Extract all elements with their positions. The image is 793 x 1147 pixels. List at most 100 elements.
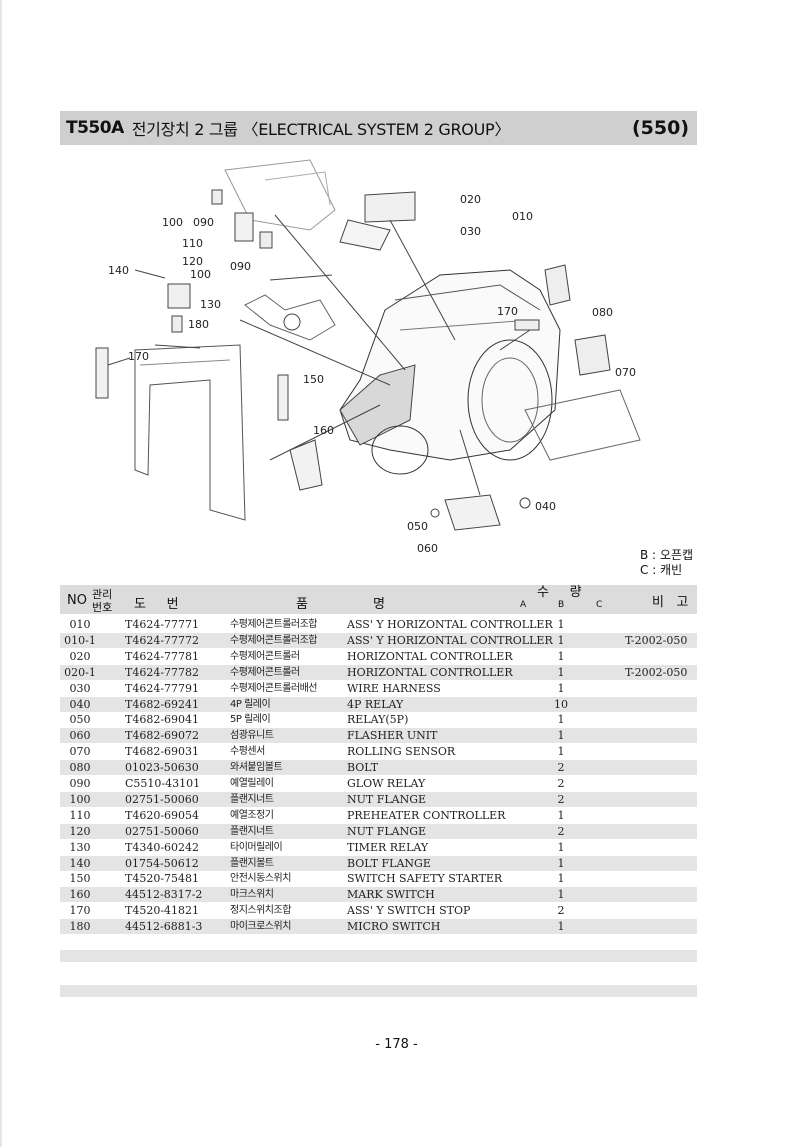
callout-150: 150 xyxy=(303,373,324,386)
cell-en: SWITCH SAFETY STARTER xyxy=(347,872,503,886)
cell-no: 030 xyxy=(69,681,91,695)
cell-qty: 2 xyxy=(557,824,565,838)
cell-no: 150 xyxy=(69,872,91,886)
cell-en: BOLT FLANGE xyxy=(347,856,431,870)
cell-part: 01754-50612 xyxy=(125,856,199,870)
cell-en: NUT FLANGE xyxy=(347,824,427,838)
cell-no: 090 xyxy=(69,777,91,790)
cell-no: 010-1 xyxy=(64,633,96,647)
title-bar: T550A 전기장치 2 그룹 〈ELECTRICAL SYSTEM 2 GRO… xyxy=(60,111,697,145)
empty-row xyxy=(60,950,697,962)
header-qty: 수 량 xyxy=(537,585,582,600)
cell-en: HORIZONTAL CONTROLLER xyxy=(347,649,513,663)
legend-open-cab: B : 오픈캡 xyxy=(640,548,694,562)
header-col-a: A xyxy=(520,600,527,610)
cell-kr: 5P 릴레이 xyxy=(230,714,271,726)
cell-kr: 타이머릴레이 xyxy=(230,841,283,853)
cell-qty: 1 xyxy=(557,856,565,870)
cell-part: T4624-77771 xyxy=(125,618,200,631)
cell-no: 070 xyxy=(69,745,91,759)
cell-part: T4624-77772 xyxy=(125,633,200,647)
cell-part: T4682-69072 xyxy=(125,729,200,743)
legend: B : 오픈캡 C : 캐빈 xyxy=(640,548,693,578)
cell-qty: 1 xyxy=(557,888,565,902)
header-col-b: B xyxy=(558,600,565,610)
cell-qty: 10 xyxy=(554,697,568,711)
cell-part: T4682-69031 xyxy=(125,745,200,759)
cell-qty: 1 xyxy=(557,665,565,679)
cell-kr: 와셔붙임볼트 xyxy=(230,762,283,774)
cell-en: MICRO SWITCH xyxy=(347,920,441,934)
cell-remark: T-2002-050 xyxy=(625,665,688,679)
cell-part: 44512-8317-2 xyxy=(125,888,203,902)
cell-kr: 정지스위치조합 xyxy=(230,905,291,917)
callout-040: 040 xyxy=(535,500,556,513)
cell-part: T4624-77791 xyxy=(125,681,200,695)
cell-part: 01023-50630 xyxy=(125,761,199,775)
cell-kr: 플랜지볼트 xyxy=(230,857,274,869)
cell-remark: T-2002-050 xyxy=(625,633,688,647)
cell-en: TIMER RELAY xyxy=(347,840,429,854)
cell-en: ASS' Y HORIZONTAL CONTROLLER xyxy=(347,633,553,647)
cell-qty: 2 xyxy=(557,777,565,790)
model-code: T550A xyxy=(66,118,124,138)
cell-no: 020-1 xyxy=(64,665,96,679)
cell-qty: 1 xyxy=(557,808,565,822)
cell-en: GLOW RELAY xyxy=(347,777,426,790)
cell-en: WIRE HARNESS xyxy=(347,681,441,695)
cell-kr: 수평제어콘트롤러 xyxy=(230,650,300,662)
callout-030: 030 xyxy=(460,225,481,238)
callout-020: 020 xyxy=(460,193,481,206)
callout-160: 160 xyxy=(313,424,334,437)
cell-qty: 2 xyxy=(557,761,565,775)
cell-no: 100 xyxy=(69,792,91,806)
cell-en: PREHEATER CONTROLLER xyxy=(347,808,506,822)
cell-qty: 1 xyxy=(557,840,565,854)
header-drawing-no: 도 번 xyxy=(134,597,179,612)
cell-no: 080 xyxy=(69,761,91,775)
table-row: 110 T4620-69054 예열조정기 PREHEATER CONTROLLER 1 xyxy=(60,808,697,823)
cell-qty: 1 xyxy=(557,649,565,663)
callout-100-a: 100 xyxy=(162,216,183,229)
cell-en: ROLLING SENSOR xyxy=(347,745,456,759)
callout-090-b: 090 xyxy=(230,260,251,273)
cell-qty: 1 xyxy=(557,872,565,886)
cell-no: 020 xyxy=(69,649,91,663)
cell-qty: 1 xyxy=(557,745,565,759)
header-name-right: 명 xyxy=(373,597,385,612)
cell-part: T4682-69041 xyxy=(125,713,200,727)
cell-no: 170 xyxy=(69,904,91,918)
exploded-parts-diagram: 010 020 030 040 050 060 070 080 090 090 … xyxy=(95,159,641,555)
cell-kr: 수평제어콘트롤러 xyxy=(230,666,300,678)
cell-kr: 수평센서 xyxy=(230,746,265,758)
cell-part: T4624-77782 xyxy=(125,665,200,679)
cell-kr: 예열조정기 xyxy=(230,809,274,821)
cell-no: 180 xyxy=(69,920,91,934)
cell-kr: 마이크로스위치 xyxy=(230,921,291,933)
callout-050: 050 xyxy=(407,520,428,533)
cell-part: 02751-50060 xyxy=(125,824,199,838)
header-name-left: 품 xyxy=(296,597,308,612)
cell-qty: 2 xyxy=(557,792,565,806)
header-mgmt-bottom: 번호 xyxy=(92,601,113,614)
cell-part: T4620-69054 xyxy=(125,808,200,822)
cell-kr: 예열릴레이 xyxy=(230,778,274,789)
cell-no: 060 xyxy=(69,729,91,743)
cell-kr: 수평제어콘트롤러조합 xyxy=(230,619,318,630)
cell-en: 4P RELAY xyxy=(347,697,404,711)
cell-no: 110 xyxy=(69,808,91,822)
part-callouts: 010 020 030 040 050 060 070 080 090 090 … xyxy=(108,193,636,555)
callout-110: 110 xyxy=(182,237,203,250)
